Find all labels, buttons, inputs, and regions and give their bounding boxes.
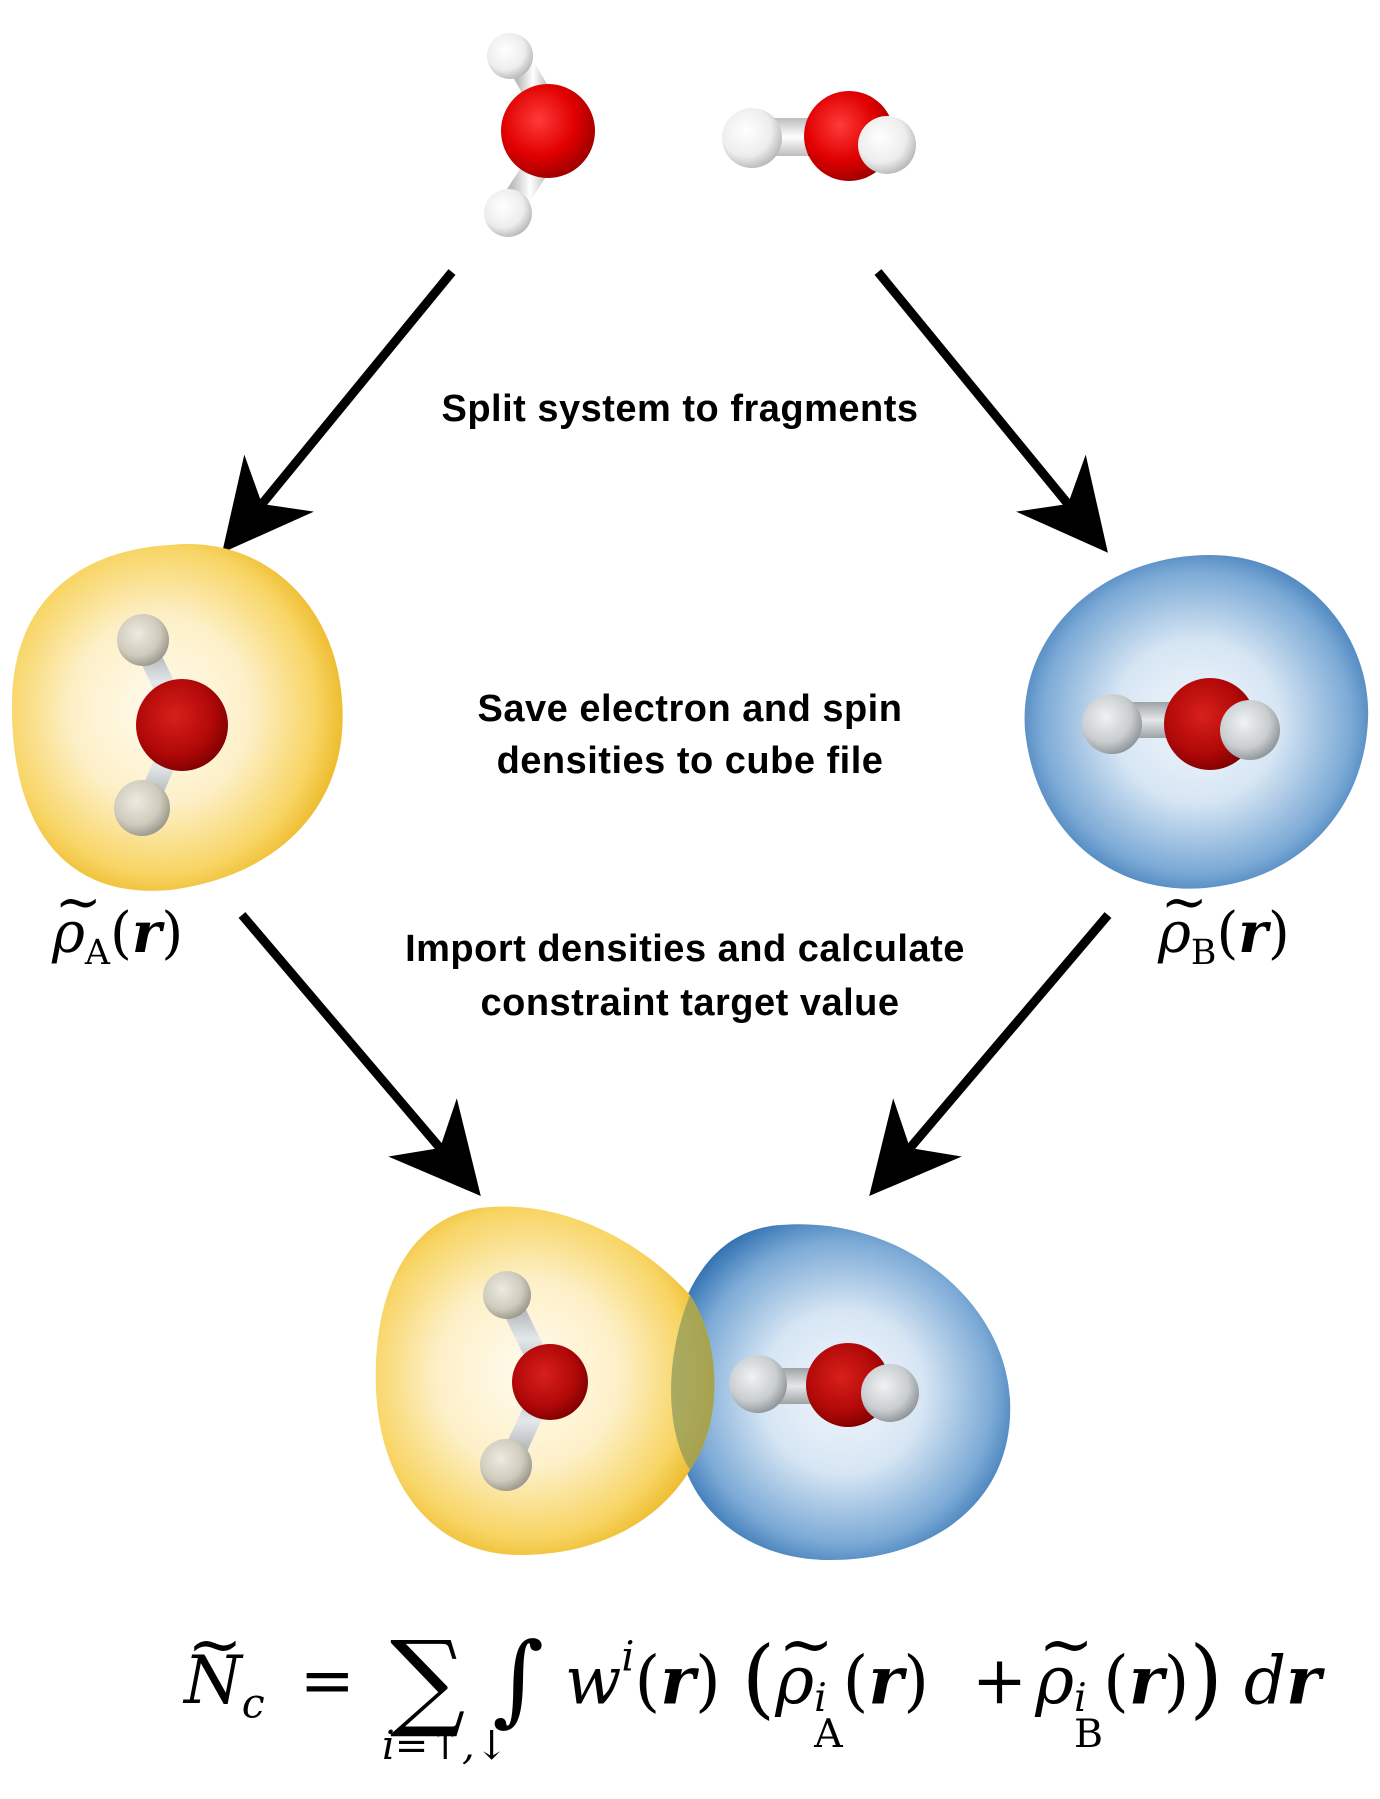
step-save-label-line2: densities to cube file <box>496 740 884 782</box>
hydrogen-atom <box>1082 694 1142 754</box>
position-vector: r <box>660 1641 696 1720</box>
plus-sign: + <box>971 1642 1028 1720</box>
arrow-split-left <box>222 269 456 553</box>
big-close-paren: ) <box>1189 1628 1223 1729</box>
rho-subscript-a: A <box>814 1710 843 1757</box>
arrow-split-right <box>874 269 1108 553</box>
rho-subscript-b: B <box>1074 1710 1104 1757</box>
hydrogen-atom <box>114 780 170 836</box>
combined-density <box>375 1206 1011 1560</box>
oxygen-atom <box>501 84 595 178</box>
step-split-label: Split system to fragments <box>441 388 919 430</box>
rho-superscript: i <box>1074 1675 1087 1722</box>
hydrogen-atom <box>858 116 916 174</box>
hydrogen-atom <box>484 189 532 237</box>
rho-symbol: ρ <box>775 1606 833 1719</box>
hydrogen-atom <box>722 108 782 168</box>
n-tilde: N <box>184 1606 242 1720</box>
water-molecule-top-right <box>722 91 916 181</box>
weight-superscript: i <box>621 1632 635 1681</box>
position-vector: r <box>1286 1641 1321 1720</box>
n-subscript: c <box>241 1679 265 1728</box>
hydrogen-atom <box>861 1364 919 1422</box>
fragment-b-label: ρB(r) <box>1158 870 1290 974</box>
open-paren: ( <box>1216 901 1239 966</box>
open-paren: ( <box>634 1642 661 1720</box>
fragment-a-subscript: A <box>84 933 110 974</box>
step-import-label-line1: Import densities and calculate <box>405 928 965 970</box>
fragment-a-label: ρA(r) <box>52 870 184 974</box>
n-symbol: N <box>184 1642 242 1720</box>
integral-sign: ∫ <box>492 1622 544 1738</box>
hydrogen-atom <box>480 1439 532 1491</box>
fragment-b-subscript: B <box>1190 933 1217 974</box>
equals-sign: = <box>299 1642 355 1720</box>
oxygen-atom <box>512 1344 588 1420</box>
step-save-label-line1: Save electron and spin <box>477 688 903 730</box>
constraint-formula: Nc = ∑ i=↑,↓ ∫ wi(r) (ρiA(r) +ρiB(r)) dr <box>184 1606 1321 1769</box>
open-paren: ( <box>110 901 132 966</box>
close-paren: ) <box>695 1642 721 1720</box>
rho-symbol: ρ <box>52 870 102 966</box>
close-paren: ) <box>161 901 184 966</box>
rho-symbol: ρ <box>1035 1606 1093 1719</box>
density-overlap-region <box>671 1295 715 1470</box>
position-vector: r <box>1128 1641 1164 1720</box>
weight-symbol: w <box>564 1642 622 1720</box>
oxygen-atom <box>136 679 228 771</box>
close-paren: ) <box>1163 1642 1190 1720</box>
arrow-import-left <box>238 912 481 1197</box>
fragment-b-density <box>1024 555 1369 889</box>
open-paren: ( <box>842 1642 869 1720</box>
water-molecule-top-left <box>484 33 595 237</box>
summation: ∑ i=↑,↓ <box>382 1618 508 1769</box>
rho-symbol: ρ <box>1158 870 1208 966</box>
hydrogen-atom <box>487 33 533 79</box>
hydrogen-atom <box>117 614 169 666</box>
big-open-paren: ( <box>741 1628 776 1729</box>
sum-symbol: ∑ <box>389 1618 466 1741</box>
open-paren: ( <box>1103 1642 1129 1720</box>
position-vector: r <box>131 900 162 966</box>
fragment-a-density <box>11 543 343 891</box>
hydrogen-atom <box>483 1271 531 1319</box>
close-paren: ) <box>1267 901 1290 966</box>
hydrogen-atom <box>1220 700 1280 760</box>
position-vector: r <box>868 1641 904 1720</box>
step-import-label-line2: constraint target value <box>480 982 900 1024</box>
position-vector: r <box>1238 900 1268 966</box>
sum-index: i=↑,↓ <box>381 1723 509 1769</box>
hydrogen-atom <box>729 1355 787 1413</box>
close-paren: ) <box>903 1642 929 1720</box>
differential-d: d <box>1243 1642 1287 1720</box>
rho-superscript: i <box>814 1675 827 1722</box>
arrow-import-right <box>869 912 1112 1197</box>
